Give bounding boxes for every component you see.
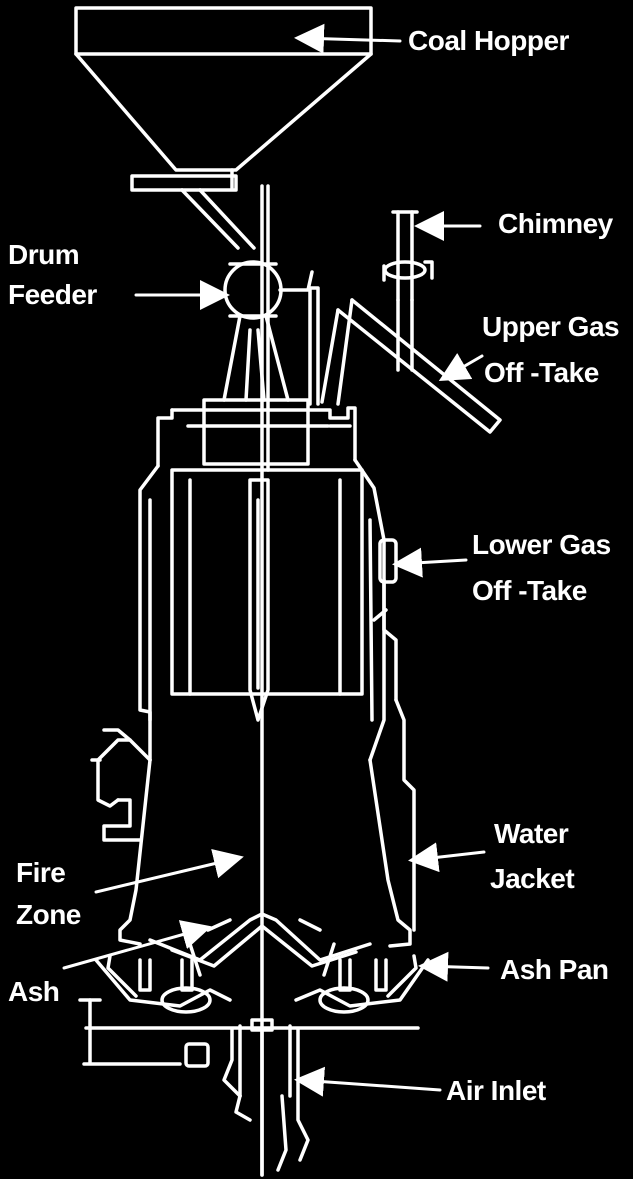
label-drum-feeder-line1: Drum	[8, 239, 80, 270]
label-ash-pan: Ash Pan	[500, 954, 609, 985]
label-air-inlet: Air Inlet	[446, 1075, 546, 1106]
gas-producer-body	[138, 398, 386, 762]
label-coal-hopper: Coal Hopper	[408, 25, 569, 56]
fire-zone-body	[90, 698, 416, 977]
arrow-coal-hopper	[294, 23, 402, 54]
label-fire-zone-line2: Zone	[16, 899, 81, 930]
label-upper-gas-line1: Upper Gas	[482, 311, 620, 342]
label-lower-gas-line2: Off -Take	[472, 575, 587, 606]
coal-hopper	[74, 6, 373, 250]
label-upper-gas-line2: Off -Take	[484, 357, 599, 388]
air-inlet	[222, 1018, 310, 1177]
label-chimney: Chimney	[498, 208, 613, 239]
label-water-jacket-line1: Water	[494, 818, 569, 849]
arrow-water-jacket	[408, 842, 486, 873]
arrow-ash-pan	[418, 951, 490, 982]
label-fire-zone-line1: Fire	[16, 857, 66, 888]
arrow-upper-gas	[438, 352, 484, 382]
arrow-fire-zone	[94, 849, 244, 894]
upper-gas-off-take-pipe	[308, 286, 502, 434]
label-ash: Ash	[8, 976, 60, 1007]
label-water-jacket-line2: Jacket	[490, 863, 575, 894]
arrow-ash	[62, 920, 212, 970]
arrow-lower-gas	[392, 547, 468, 578]
ash-pan	[78, 954, 430, 1068]
label-lower-gas-line1: Lower Gas	[472, 529, 611, 560]
arrow-air-inlet	[294, 1066, 442, 1097]
label-drum-feeder-line2: Feeder	[8, 279, 97, 310]
chimney	[382, 210, 434, 372]
